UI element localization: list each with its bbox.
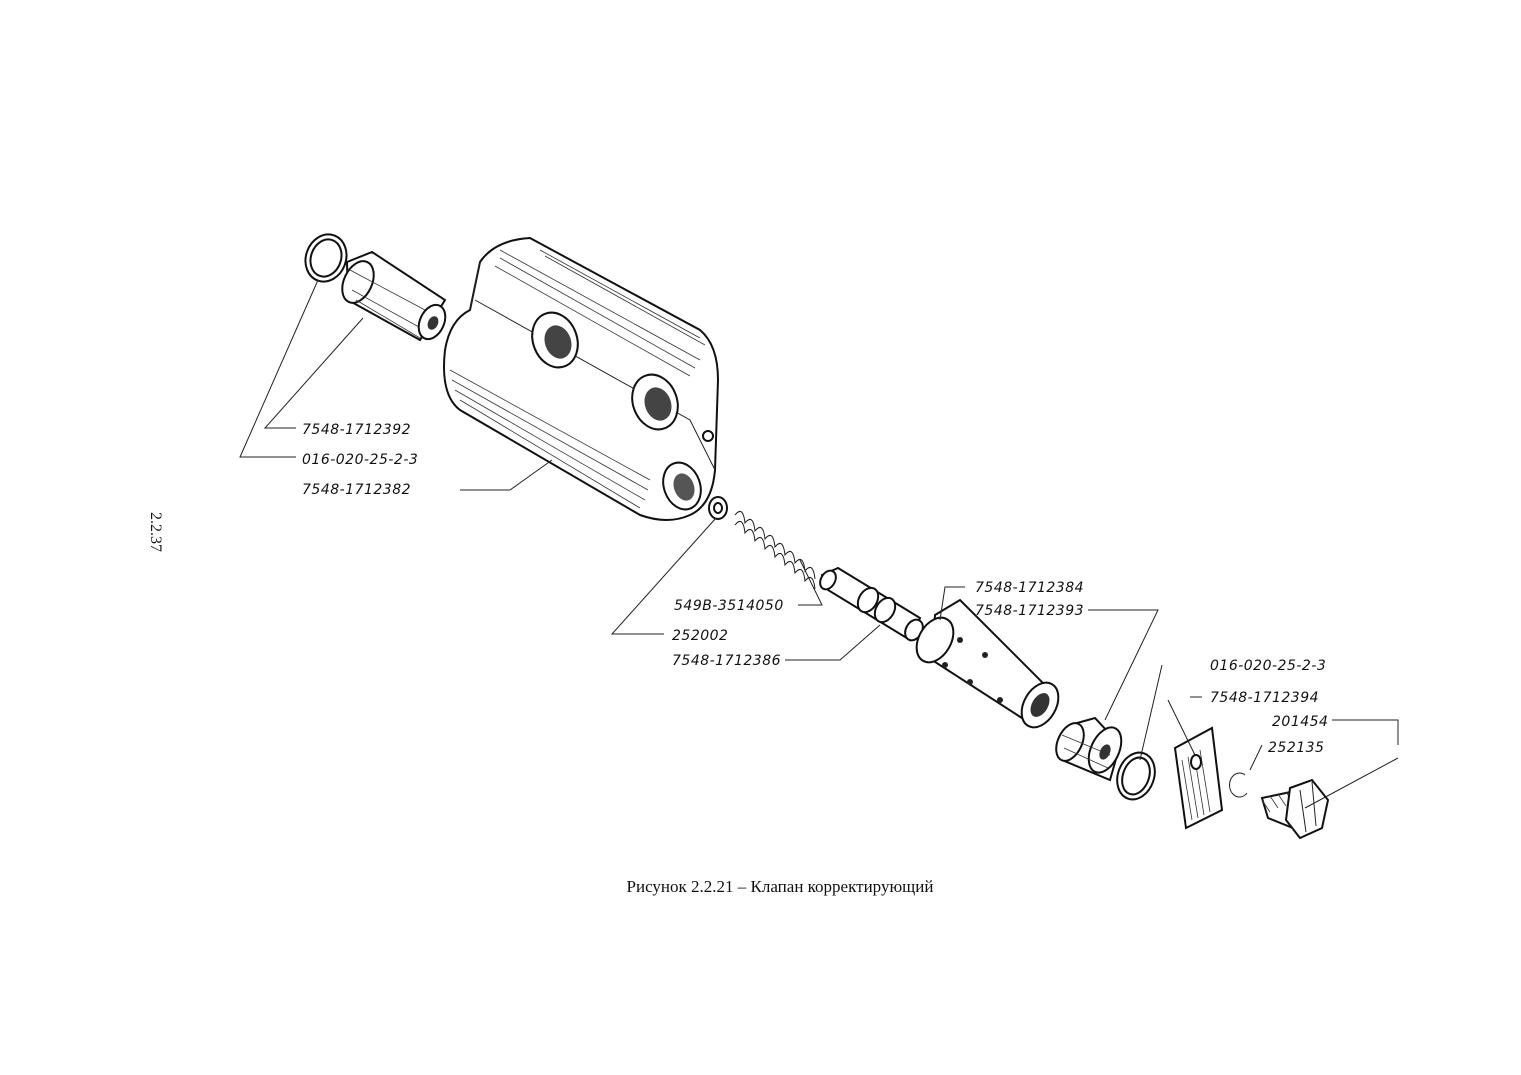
label-7548-1712382: 7548-1712382 [302,482,411,498]
bolt [1260,778,1330,840]
valve-body [443,236,720,521]
leader-lines [239,279,1399,809]
label-252135: 252135 [1268,740,1324,756]
sleeve [915,598,1060,729]
lock-plate [1173,726,1224,830]
figure-caption: Рисунок 2.2.21 – Клапан корректирующий [627,877,934,896]
label-549B-3514050: 549В-3514050 [674,598,784,614]
label-7548-1712392: 7548-1712392 [302,422,411,438]
label-016-020-25-2-3-bottom: 016-020-25-2-3 [1210,658,1326,674]
spring-washer [1229,772,1248,798]
label-016-020-25-2-3-top: 016-020-25-2-3 [302,452,418,468]
o-ring-top [304,233,348,283]
valve-stem [819,566,924,642]
label-7548-1712393: 7548-1712393 [975,603,1084,619]
label-252002: 252002 [672,628,728,644]
label-7548-1712384: 7548-1712384 [975,580,1084,596]
spring [734,510,816,590]
adjust-nut [1055,716,1123,782]
page-number: 2.2.37 [147,512,164,552]
o-ring-bottom [1116,751,1156,801]
label-201454: 201454 [1272,714,1328,730]
label-7548-1712386: 7548-1712386 [672,653,781,669]
washer-252002 [708,496,728,520]
label-7548-1712394: 7548-1712394 [1210,690,1319,706]
plug-fitting [341,250,447,342]
